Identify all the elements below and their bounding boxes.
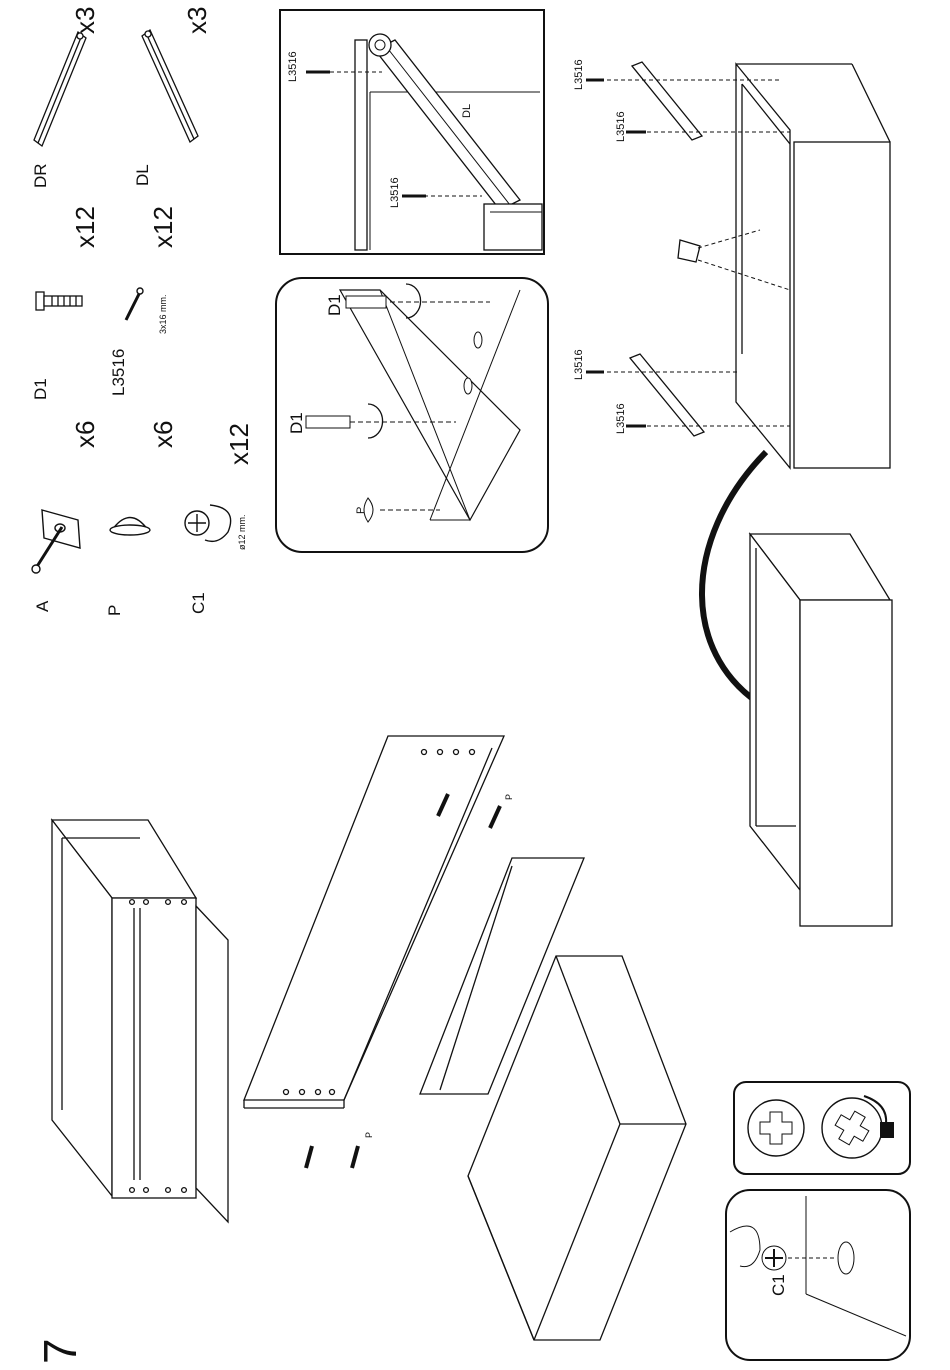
drawer-screw-label-3: L3516 — [573, 349, 585, 380]
drawer-exploded-illustration — [420, 858, 686, 1340]
step-number: 7 — [34, 1338, 86, 1364]
part-P-count: x6 — [148, 421, 178, 448]
part-D1-illustration — [36, 292, 82, 310]
part-A-count: x6 — [70, 421, 100, 448]
part-DL-illustration — [142, 30, 198, 142]
part-P-label: P — [105, 605, 124, 616]
detail-dowel-d1-bottom: D1 — [287, 412, 306, 434]
detail-turn-box — [734, 1082, 910, 1174]
part-DR-illustration — [34, 32, 86, 146]
shelf-p-label-1: P — [504, 794, 514, 800]
detail-c1-label: C1 — [769, 1274, 788, 1296]
part-C1-label: C1 — [189, 592, 208, 614]
drawer-rails-illustration — [630, 62, 890, 468]
drawer-screw-label-1: L3516 — [573, 59, 585, 90]
drawer-screw-label-4: L3516 — [615, 403, 627, 434]
detail-rail-screw-label: L3516 — [287, 51, 299, 82]
part-A-illustration — [32, 510, 80, 573]
part-C1-illustration — [185, 505, 231, 541]
detail-rail-screw2-label: L3516 — [389, 177, 401, 208]
cabinet-illustration — [52, 820, 228, 1222]
detail-rail-dl-label: DL — [461, 104, 473, 118]
part-DR-label: DR — [31, 163, 50, 188]
shelf-p-label-2: P — [364, 1132, 374, 1138]
detail-dowel-d1-top: D1 — [325, 294, 344, 316]
part-D1-count: x12 — [70, 206, 100, 248]
part-L3516-illustration — [126, 288, 143, 320]
part-L3516-label: L3516 — [109, 349, 128, 396]
detail-dowel-p: P — [355, 507, 367, 514]
part-A-label: A — [33, 600, 52, 612]
part-L3516-count: x12 — [148, 206, 178, 248]
part-C1-note: ø12 mm. — [237, 514, 247, 550]
detail-dowel-box — [276, 278, 548, 552]
detail-rail-box — [280, 10, 544, 254]
part-DL-label: DL — [133, 164, 152, 186]
detail-c1-box — [726, 1190, 910, 1360]
part-C1-count: x12 — [224, 423, 254, 465]
drawer-screw-label-2: L3516 — [615, 111, 627, 142]
part-L3516-note: 3x16 mm. — [158, 294, 168, 334]
part-DL-count: x3 — [182, 7, 212, 34]
part-D1-label: D1 — [31, 378, 50, 400]
part-P-illustration — [110, 518, 150, 536]
drawer-flipped-illustration — [750, 534, 892, 926]
part-DR-count: x3 — [70, 7, 100, 34]
